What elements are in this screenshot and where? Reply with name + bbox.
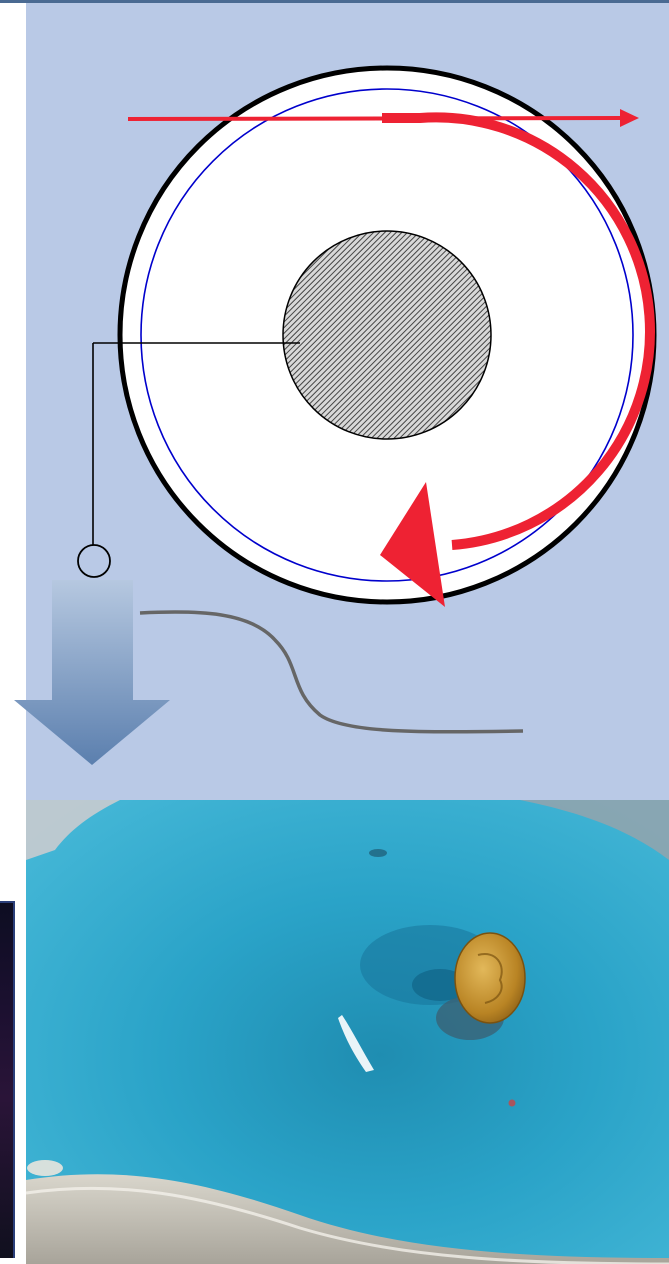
potential-curve — [140, 612, 523, 732]
funnel-photo — [26, 800, 669, 1264]
central-mass — [283, 231, 491, 439]
down-arrow-icon — [14, 580, 170, 765]
coin-icon — [455, 933, 525, 1023]
pendulum-bob-icon — [78, 545, 110, 577]
rotating-disk — [120, 68, 654, 602]
